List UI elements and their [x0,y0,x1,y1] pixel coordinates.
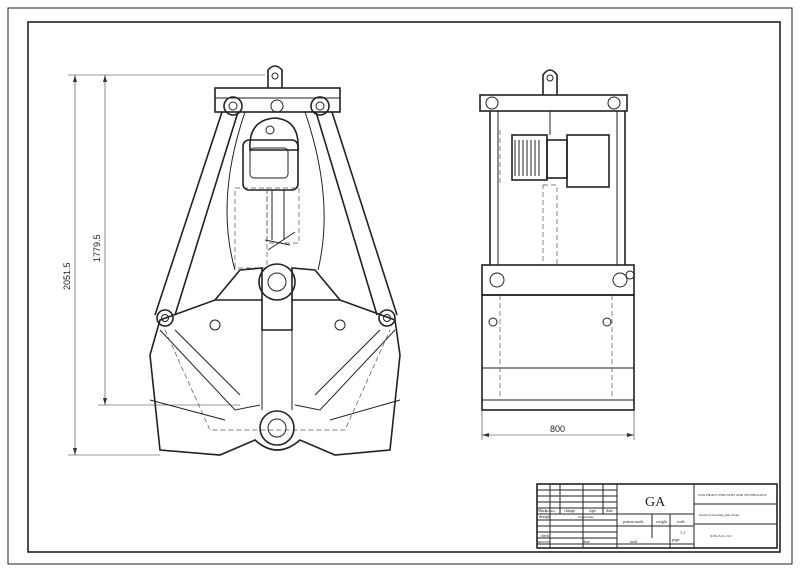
label-page: page [672,537,680,542]
label-process: process [538,539,550,544]
label-design: design [539,514,549,519]
outer-frame [7,7,793,565]
dimension-lines-side [481,410,635,440]
dimension-lines-front [68,74,265,456]
dimension-overall-height: 2051.5 [62,262,72,290]
title-block [536,483,778,549]
product-name: electrical hoisting grab loader [699,513,740,517]
label-date: date [606,508,613,513]
side-view [479,69,635,411]
label-scale: scale [677,519,685,524]
dimension-opening-height: 1779.5 [92,234,102,262]
label-change: change [564,508,576,513]
drawing-code: GA [645,495,666,510]
company-name: XXX HEAVY INDUSTRY AND TECHNOLOGY [698,493,768,497]
label-weight: weight [656,519,668,524]
label-quantity: Quantity [545,509,556,513]
label-pattern-mark: pattern mark [623,519,643,524]
scale-value: 1:1 [680,530,685,535]
label-check: check [540,533,549,538]
label-date-2: date [583,539,590,544]
label-mark: Mark [538,508,547,513]
front-view [149,65,401,456]
drawing-number: XXX-X.X-1:10 [710,534,732,538]
label-total: total [630,539,638,544]
inner-frame [27,21,781,553]
label-standardize: standardize [578,515,594,519]
label-sign: sign [589,508,596,513]
dimension-width: 800 [550,424,565,434]
